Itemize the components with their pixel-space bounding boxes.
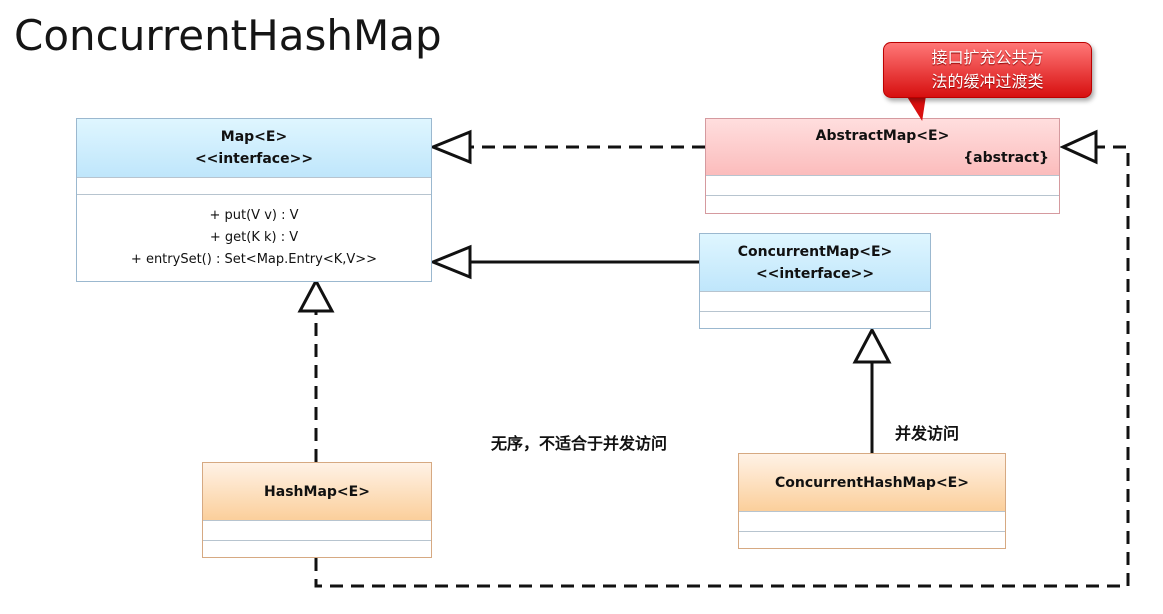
class-concurrent-map-name: ConcurrentMap<E>	[737, 243, 893, 260]
class-concurrent-hash-map[interactable]: ConcurrentHashMap<E>	[738, 453, 1006, 549]
class-abstract-map-methods	[706, 195, 1059, 213]
class-concurrent-map[interactable]: ConcurrentMap<E> <<interface>>	[699, 233, 931, 329]
page-title: ConcurrentHashMap	[14, 11, 442, 60]
class-abstract-map-stereotype: {abstract}	[963, 150, 1049, 166]
method-get: + get(K k) : V	[209, 230, 299, 245]
class-concurrent-map-stereotype: <<interface>>	[755, 265, 875, 282]
class-map[interactable]: Map<E> <<interface>> + put(V v) : V + ge…	[76, 118, 432, 282]
class-concurrent-hash-map-name: ConcurrentHashMap<E>	[775, 474, 969, 491]
maps-extend-abstractmap	[314, 129, 1130, 588]
class-concurrent-map-attributes	[700, 291, 930, 311]
buffer-class-note: 接口扩充公共方 法的缓冲过渡类	[883, 42, 1092, 121]
method-entry-set: + entrySet() : Set<Map.Entry<K,V>>	[130, 252, 378, 267]
concurrenthashmap-annotation: 并发访问	[895, 424, 960, 443]
concurrenthashmap-realizes-concurrentmap	[852, 326, 892, 453]
class-hash-map[interactable]: HashMap<E>	[202, 462, 432, 558]
class-concurrent-map-methods	[700, 311, 930, 328]
class-concurrent-map-header: ConcurrentMap<E> <<interface>>	[700, 234, 930, 291]
method-put: + put(V v) : V	[209, 208, 299, 223]
class-hash-map-attributes	[203, 520, 431, 540]
class-concurrent-hash-map-methods	[739, 531, 1005, 548]
class-hash-map-methods	[203, 540, 431, 557]
concurrentmap-extends-map	[429, 244, 699, 280]
abstractmap-realizes-map	[429, 129, 705, 165]
class-concurrent-hash-map-attributes	[739, 511, 1005, 531]
class-abstract-map-name: AbstractMap<E>	[815, 128, 950, 144]
class-hash-map-header: HashMap<E>	[203, 463, 431, 520]
class-abstract-map-header: AbstractMap<E> {abstract}	[706, 119, 1059, 175]
class-concurrent-hash-map-header: ConcurrentHashMap<E>	[739, 454, 1005, 511]
note-body: 接口扩充公共方 法的缓冲过渡类	[883, 42, 1092, 98]
note-line-2: 法的缓冲过渡类	[931, 72, 1044, 91]
class-map-stereotype: <<interface>>	[194, 151, 314, 167]
class-abstract-map-attributes	[706, 175, 1059, 195]
class-map-name: Map<E>	[220, 129, 288, 145]
class-map-header: Map<E> <<interface>>	[77, 119, 431, 177]
class-abstract-map[interactable]: AbstractMap<E> {abstract}	[705, 118, 1060, 214]
class-map-methods: + put(V v) : V + get(K k) : V + entrySet…	[77, 194, 431, 281]
hashmap-realizes-map	[297, 277, 335, 462]
class-hash-map-name: HashMap<E>	[264, 483, 370, 500]
hashmap-annotation: 无序，不适合于并发访问	[491, 434, 668, 453]
note-line-1: 接口扩充公共方	[931, 48, 1044, 67]
class-map-attributes	[77, 177, 431, 194]
